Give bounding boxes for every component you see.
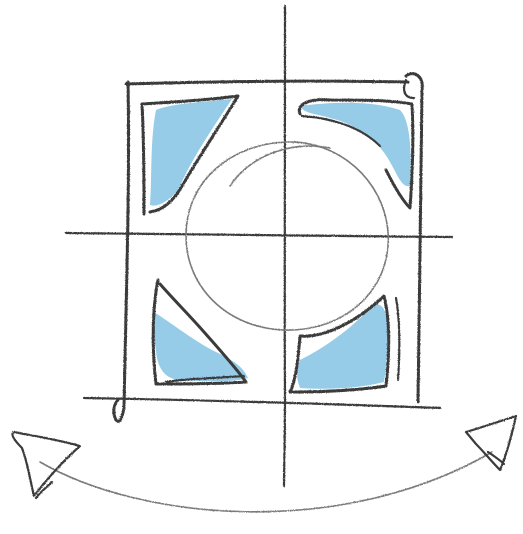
fill-bottom-left xyxy=(153,312,248,381)
horizontal-axis-line xyxy=(66,233,452,237)
arrowhead-right-tick xyxy=(488,452,504,464)
central-circle-sweep xyxy=(230,146,330,186)
vertical-axis-line xyxy=(284,6,285,486)
fill-top-right xyxy=(300,103,411,186)
corner-bottom-right-inner-stroke xyxy=(396,298,399,380)
frame-top-edge xyxy=(126,81,408,84)
rotation-arrow-arc xyxy=(40,452,492,512)
baseline-line xyxy=(84,398,440,408)
frame-left-edge xyxy=(114,82,129,421)
fill-top-left xyxy=(150,99,232,206)
